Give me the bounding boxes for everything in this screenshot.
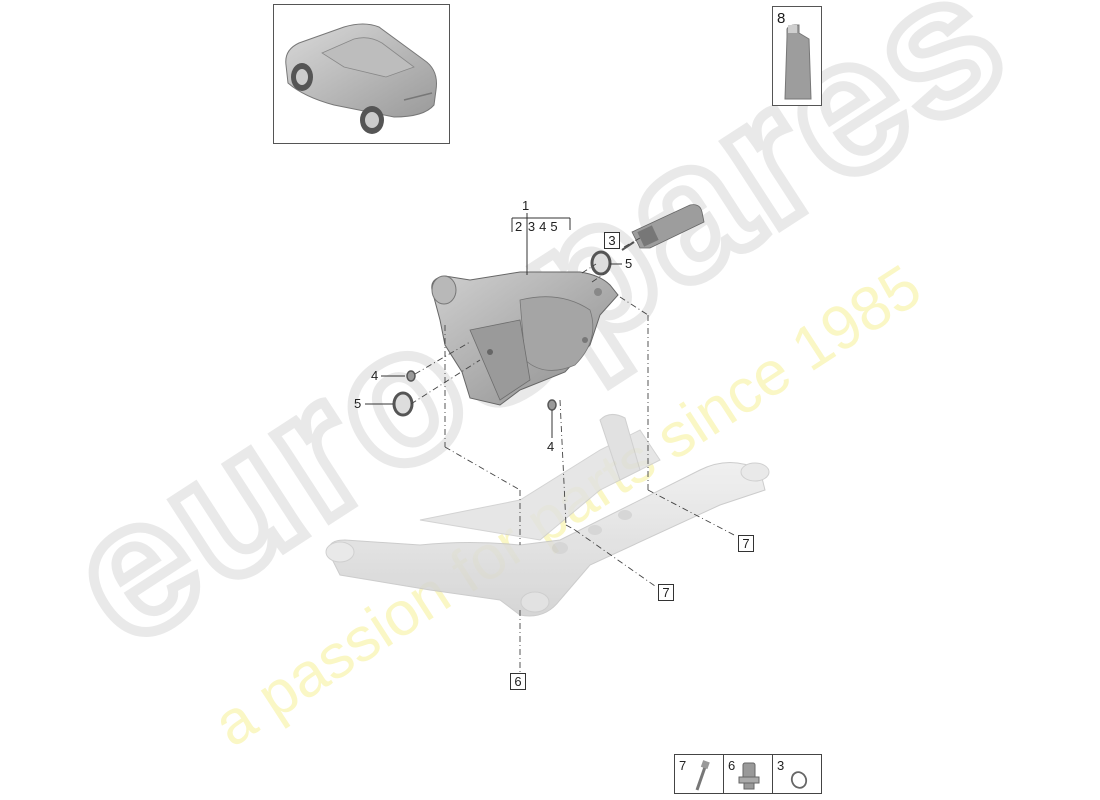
bolt-icon bbox=[695, 760, 710, 791]
differential-housing bbox=[431, 271, 619, 406]
shaft-seal-left bbox=[392, 391, 414, 417]
legend-item-bolt: 7 bbox=[675, 755, 724, 793]
callout-boxed-6: 6 bbox=[510, 673, 526, 690]
callout-5-left: 5 bbox=[354, 396, 362, 411]
callout-boxed-3: 3 bbox=[604, 232, 620, 249]
parts-legend: 7 6 3 bbox=[674, 754, 822, 794]
callout-1: 1 bbox=[522, 198, 530, 213]
legend-item-o-ring: 3 bbox=[773, 755, 821, 793]
bushing-nut-icon bbox=[738, 762, 760, 790]
sensor-connector bbox=[621, 204, 705, 251]
callout-4-left: 4 bbox=[371, 368, 379, 383]
car-icon bbox=[285, 23, 437, 134]
accessory-number: 8 bbox=[777, 10, 786, 27]
drain-plug-left bbox=[406, 370, 416, 382]
drain-plug-bottom bbox=[547, 399, 557, 411]
callout-boxed-7-upper: 7 bbox=[738, 535, 754, 552]
group-number: 5 bbox=[550, 219, 559, 234]
rear-subframe bbox=[325, 414, 770, 617]
shaft-seal-right bbox=[590, 250, 612, 276]
group-number: 3 bbox=[527, 219, 537, 234]
callout-4-bottom: 4 bbox=[547, 439, 555, 454]
legend-item-bushing: 6 bbox=[724, 755, 773, 793]
accessory-box-oil: 8 bbox=[772, 6, 822, 106]
callout-boxed-7-lower: 7 bbox=[658, 584, 674, 601]
dashed-assembly-lines bbox=[410, 237, 737, 672]
group-number: 4 bbox=[539, 219, 548, 234]
vehicle-thumbnail bbox=[273, 4, 450, 144]
legend-number: 3 bbox=[777, 758, 785, 773]
callout-5-right: 5 bbox=[625, 256, 633, 271]
legend-number: 6 bbox=[728, 758, 736, 773]
group-number: 2 bbox=[515, 219, 524, 234]
legend-number: 7 bbox=[679, 758, 687, 773]
leader-lines bbox=[365, 213, 622, 438]
oil-bottle-icon bbox=[784, 24, 812, 100]
o-ring-icon bbox=[790, 771, 808, 789]
